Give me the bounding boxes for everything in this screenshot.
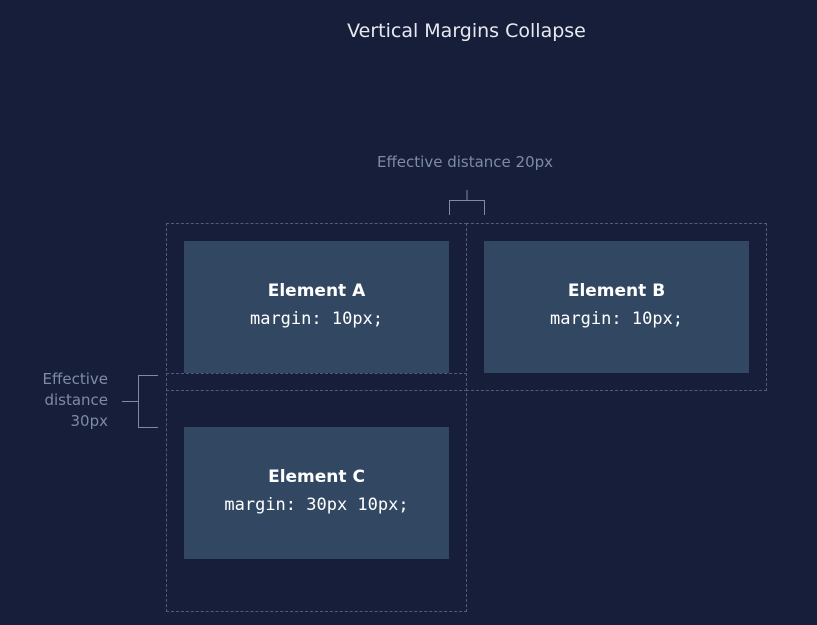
element-c: Element C margin: 30px 10px; <box>184 427 449 559</box>
vertical-distance-bracket <box>122 375 158 428</box>
element-b-margin-box <box>466 223 767 391</box>
element-a-name: Element A <box>267 281 366 301</box>
element-a-css: margin: 10px; <box>249 309 384 329</box>
horizontal-distance-label: Effective distance 20px <box>376 153 554 171</box>
vertical-distance-label-line-2: distance <box>44 391 108 409</box>
element-b: Element B margin: 10px; <box>484 241 749 373</box>
element-a: Element A margin: 10px; <box>184 241 449 373</box>
element-b-name: Element B <box>567 281 666 301</box>
horizontal-distance-bracket <box>449 190 485 215</box>
vertical-distance-label-line-3: 30px <box>70 412 109 430</box>
element-c-name: Element C <box>268 467 365 487</box>
vertical-distance-label-line-1: Effective <box>42 370 108 388</box>
element-c-css: margin: 30px 10px; <box>224 495 409 515</box>
diagram-title: Vertical Margins Collapse <box>347 20 586 42</box>
vertical-distance-label: Effective distance 30px <box>10 369 108 432</box>
element-c-margin-box <box>166 373 467 612</box>
element-b-css: margin: 10px; <box>549 309 684 329</box>
